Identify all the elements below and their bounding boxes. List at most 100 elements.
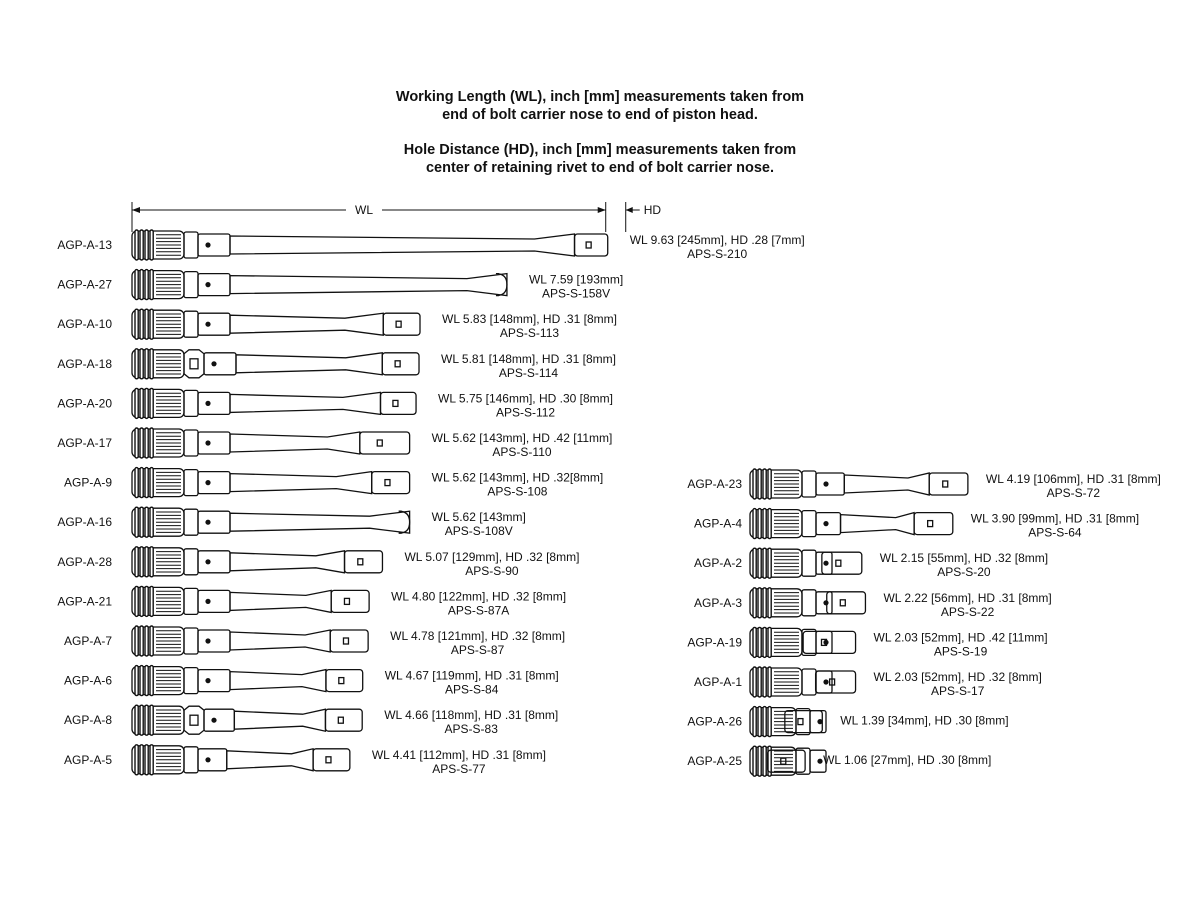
head-ring — [149, 704, 154, 736]
collar — [183, 389, 199, 418]
carrier-key-tab — [381, 352, 420, 376]
rod-shoulder — [197, 312, 231, 336]
rod-shoulder — [203, 352, 237, 376]
operating-rod — [229, 668, 327, 693]
head-ring — [139, 466, 144, 499]
head-ring — [134, 387, 139, 420]
carrier-key-tab — [767, 749, 806, 773]
tab-hole — [585, 241, 592, 249]
spec-label: WL 2.15 [55mm], HD .32 [8mm] — [880, 551, 1048, 565]
wl-label: WL — [355, 203, 373, 217]
arrow-head — [625, 207, 633, 213]
rod-shoulder — [197, 550, 231, 574]
tab-hole — [942, 480, 949, 488]
tab-hole — [342, 637, 350, 645]
head-ring — [139, 348, 144, 380]
spec-label: WL 5.62 [143mm], HD .42 [11mm] — [432, 431, 613, 445]
head-ring — [144, 348, 149, 380]
head-ring — [757, 587, 762, 619]
operating-rod — [229, 272, 508, 297]
retaining-rivet — [817, 719, 823, 725]
tab-hole — [828, 678, 836, 686]
head-ring — [144, 546, 149, 578]
head-ring — [762, 468, 767, 500]
head-ring — [134, 506, 139, 538]
model-label: AGP-A-18 — [57, 357, 112, 371]
hd-definition: Hole Distance (HD), inch [mm] measuremen… — [0, 141, 1200, 177]
head-ring — [767, 705, 772, 738]
part-number: APS-S-83 — [445, 722, 499, 736]
head-ring — [757, 745, 762, 777]
spec-label: WL 4.67 [119mm], HD .31 [8mm] — [385, 669, 559, 683]
head-ring — [149, 546, 154, 578]
rod-shoulder — [197, 391, 231, 416]
rod-shoulder — [197, 431, 231, 455]
carrier-key-tab — [312, 748, 351, 772]
hd-label: HD — [644, 203, 662, 217]
carrier-key-tab — [382, 312, 421, 336]
part-number: APS-S-158V — [542, 287, 610, 301]
model-label: AGP-A-5 — [64, 753, 112, 767]
rod-shoulder — [197, 668, 231, 693]
dimension-lines: WL HD — [131, 202, 662, 232]
head-ring — [139, 744, 144, 776]
tab-hole — [343, 597, 351, 606]
rod-shoulder — [197, 233, 231, 257]
operating-rod — [229, 589, 332, 614]
head-ring — [144, 466, 149, 499]
head-ring — [134, 268, 139, 301]
rod-shoulder — [203, 708, 236, 732]
retaining-rivet — [205, 678, 211, 684]
model-label: AGP-A-10 — [57, 317, 112, 331]
collar — [795, 747, 811, 775]
retaining-rivet — [823, 560, 829, 566]
collar — [183, 627, 199, 655]
carrier-key-tab — [802, 630, 857, 655]
head-ring — [134, 625, 139, 657]
carrier-key-tab — [814, 670, 857, 694]
spec-label: WL 4.66 [118mm], HD .31 [8mm] — [384, 708, 558, 722]
rod-shoulder — [815, 472, 845, 496]
part-number: APS-S-112 — [496, 405, 555, 419]
head-ring — [767, 547, 772, 579]
head-ring — [757, 666, 762, 698]
spec-label: WL 3.90 [99mm], HD .31 [8mm] — [971, 512, 1139, 526]
tab-hole — [927, 519, 934, 528]
head-ring — [144, 585, 149, 618]
hex-collar — [183, 705, 205, 735]
head-ring — [762, 666, 767, 698]
collar — [801, 668, 817, 696]
collar — [183, 231, 199, 259]
head-ring — [134, 427, 139, 459]
head-ring — [149, 625, 154, 657]
collar — [183, 310, 199, 338]
head-ring — [134, 308, 139, 340]
head-ring — [134, 585, 139, 618]
model-label: AGP-A-23 — [687, 477, 742, 491]
head-ring — [144, 704, 149, 736]
carrier-key-tab — [821, 551, 863, 575]
operating-rod — [235, 352, 383, 376]
retaining-rivet — [205, 519, 211, 525]
carrier-key-tab — [784, 709, 823, 734]
retaining-rivet — [205, 440, 211, 446]
head-ring — [762, 547, 767, 579]
spec-label: WL 5.75 [146mm], HD .30 [8mm] — [438, 391, 613, 405]
retaining-rivet — [205, 321, 211, 327]
model-label: AGP-A-4 — [694, 517, 742, 531]
head-ring — [149, 744, 154, 776]
spec-label: WL 5.83 [148mm], HD .31 [8mm] — [442, 312, 617, 326]
head-ring — [752, 705, 757, 738]
arrow-head — [132, 207, 140, 213]
retaining-rivet — [205, 282, 211, 288]
head-ring — [757, 705, 762, 738]
spec-label: WL 5.62 [143mm] — [432, 510, 526, 524]
tab-hole — [392, 399, 399, 408]
collar — [183, 666, 199, 695]
head-ring — [149, 506, 154, 538]
